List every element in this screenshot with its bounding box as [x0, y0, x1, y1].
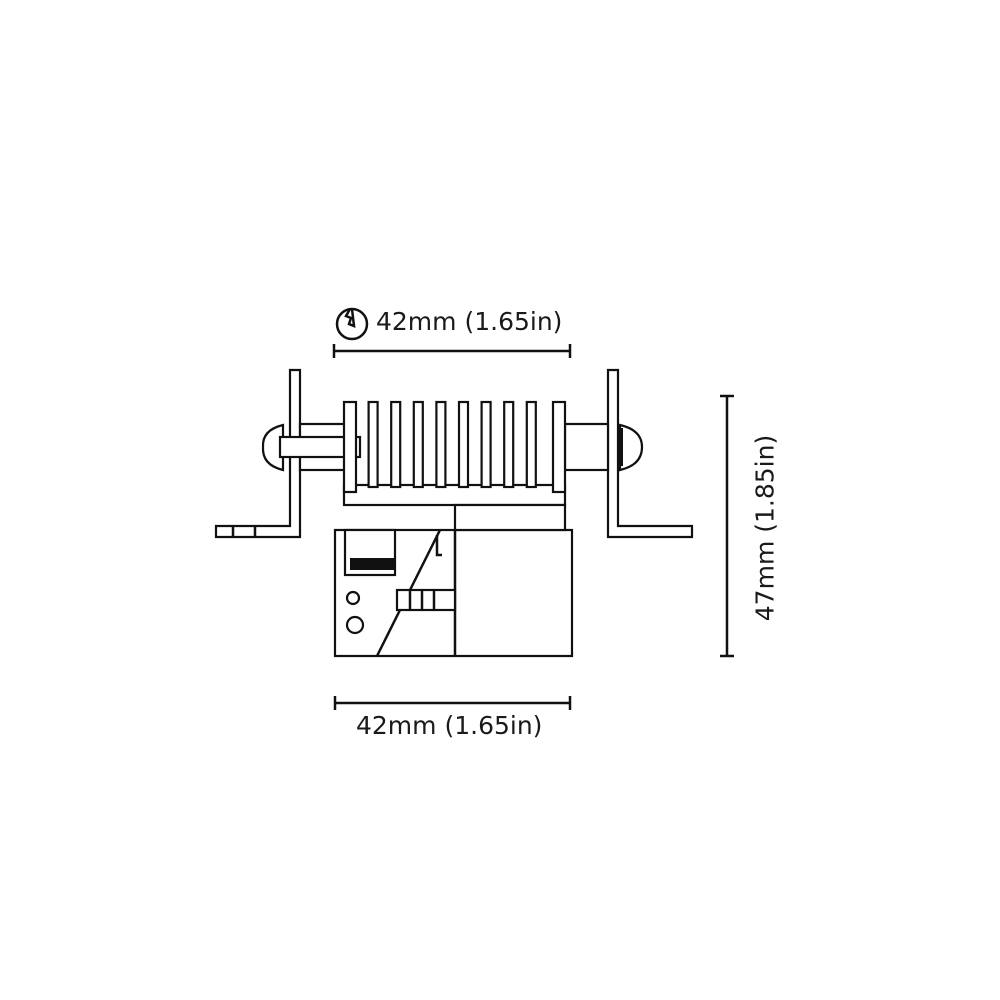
heatsink-fin	[480, 400, 492, 489]
top-dimension-line	[332, 344, 572, 358]
heatsink-fin	[457, 400, 470, 489]
heatsink-fin	[503, 400, 515, 489]
width-label: 42mm (1.65in)	[356, 711, 543, 740]
heatsink-fin	[412, 400, 424, 489]
heatsink-fin	[390, 400, 402, 489]
left-screw	[261, 423, 362, 472]
right-mounting-bracket	[606, 368, 694, 539]
right-dimension-line	[720, 394, 734, 658]
heatsink-fin	[525, 400, 537, 489]
left-mounting-bracket	[214, 368, 302, 539]
right-spacer	[563, 422, 610, 472]
circle-cutout-icon	[335, 307, 369, 341]
heatsink	[342, 400, 567, 507]
cutout-diameter-label: 42mm (1.65in)	[376, 307, 563, 336]
right-screw	[617, 423, 644, 472]
heatsink-fin	[435, 400, 447, 489]
bottom-dimension-line	[333, 696, 572, 710]
heatsink-fin	[367, 400, 379, 489]
heatsink-fin	[342, 400, 358, 494]
driver-body	[333, 503, 574, 658]
heatsink-fin	[551, 400, 567, 494]
height-label: 47mm (1.85in)	[750, 434, 780, 622]
